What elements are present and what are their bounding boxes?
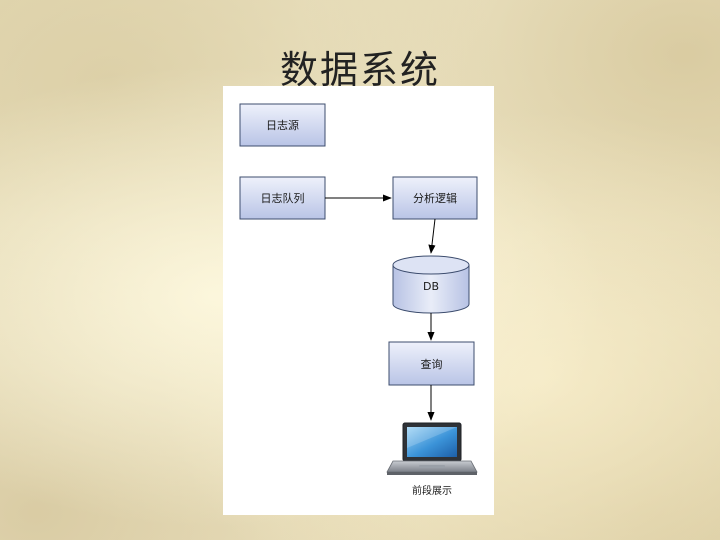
- log-source-node: 日志源: [239, 103, 326, 147]
- frontend-display-label: 前段展示: [412, 484, 452, 497]
- db-label: DB: [423, 280, 439, 293]
- analysis-logic-node: 分析逻辑: [392, 176, 478, 220]
- log-queue-label: 日志队列: [261, 191, 305, 205]
- db-node: DB: [392, 255, 470, 314]
- query-node: 查询: [388, 341, 475, 386]
- slide-title: 数据系统: [279, 48, 440, 92]
- laptop-icon: [386, 422, 478, 475]
- analysis-logic-label: 分析逻辑: [413, 191, 457, 205]
- query-label: 查询: [421, 357, 443, 371]
- log-source-label: 日志源: [266, 118, 299, 132]
- flow-diagram: 日志源 日志队列 分析逻辑 DB 查询: [239, 103, 478, 497]
- diagram-panel: 日志源 日志队列 分析逻辑 DB 查询: [223, 86, 494, 515]
- log-queue-node: 日志队列: [239, 176, 326, 220]
- arrow-analysis-to-db: [428, 218, 436, 254]
